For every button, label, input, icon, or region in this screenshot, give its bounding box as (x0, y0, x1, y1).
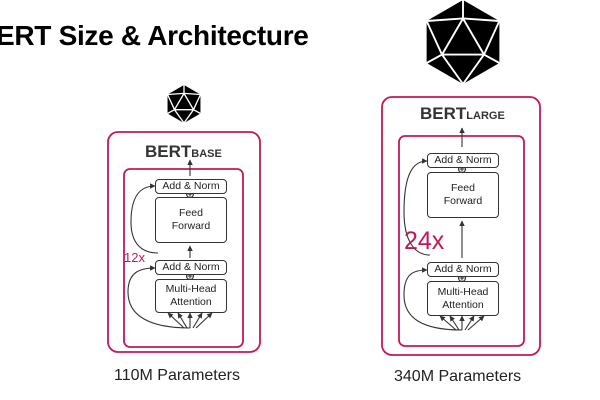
large-parameter-count: 340M Parameters (394, 368, 522, 385)
base-flow-arrows (127, 159, 213, 329)
repeat-count-label: 12x (124, 250, 145, 265)
feed-forward-block: Feed Forward (155, 197, 227, 243)
multi-head-attention-block: Multi-Head Attention (155, 279, 227, 313)
multi-head-attention-block: Multi-Head Attention (427, 281, 499, 316)
large-outer-frame (381, 96, 541, 356)
model-name-sub: LARGE (466, 110, 505, 122)
base-encoder-frame (123, 168, 244, 348)
model-name-sub: BASE (191, 148, 222, 160)
model-name-main: BERT (145, 142, 192, 161)
add-norm-block: Add & Norm (155, 179, 227, 194)
model-name-base: BERTBASE (145, 142, 222, 162)
feed-forward-block: Feed Forward (427, 172, 499, 218)
base-outer-frame (107, 131, 261, 353)
add-norm-block: Add & Norm (427, 153, 499, 168)
icosahedron-icon (427, 0, 500, 84)
add-norm-block: Add & Norm (427, 262, 499, 277)
icosahedron-icon (168, 85, 201, 123)
base-parameter-count: 110M Parameters (114, 367, 240, 384)
model-name-large: BERTLARGE (420, 104, 505, 124)
slide-title: ERT Size & Architecture (0, 20, 309, 51)
add-norm-block: Add & Norm (155, 260, 227, 275)
repeat-count-label: 24x (404, 227, 445, 255)
model-name-main: BERT (420, 104, 467, 123)
